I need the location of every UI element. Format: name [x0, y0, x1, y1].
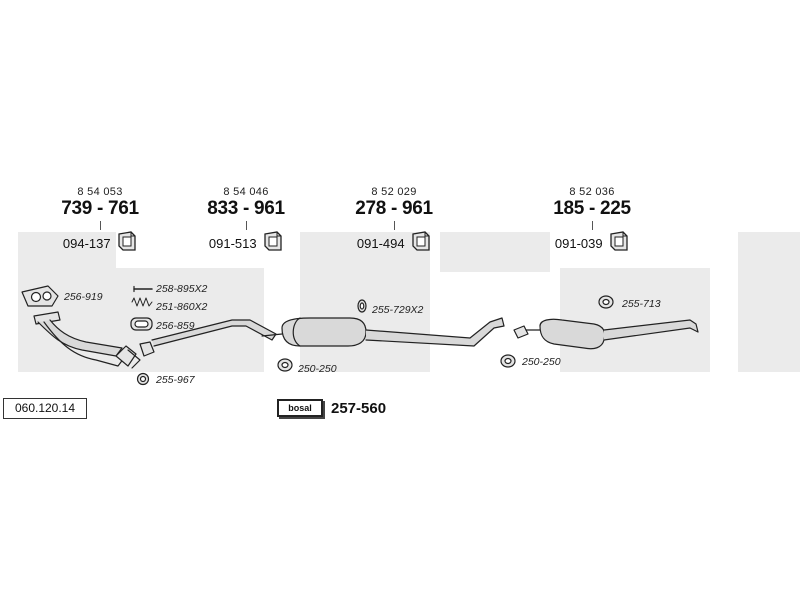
holder-number: 091-039	[554, 236, 603, 251]
mounting-kit: bosal 257-560	[277, 399, 386, 417]
gasket-icon	[21, 285, 59, 307]
intermediate-pipe-icon	[139, 319, 277, 357]
clamp-icon	[136, 372, 150, 386]
section-header-3: 8 52 029 278 - 961 091-494	[334, 186, 454, 257]
holder-number: 091-513	[208, 236, 257, 251]
section-header-1: 8 54 053 739 - 761 094-137	[40, 186, 160, 257]
gasket-icon	[357, 299, 367, 313]
rubber-hanger-icon	[117, 230, 137, 257]
part-label-gasket-rear: 255-713	[622, 298, 661, 310]
section-header-4: 8 52 036 185 - 225 091-039	[532, 186, 652, 257]
part-label-bolt: 258-895X2	[156, 283, 208, 295]
section-part-number: 278 - 961	[355, 198, 433, 219]
gasket-icon	[598, 295, 614, 309]
part-label-ring: 256-859	[156, 320, 195, 332]
section-part-number: 833 - 961	[207, 198, 285, 219]
watermark-block-6	[738, 232, 800, 372]
leader-line	[393, 221, 395, 230]
reference-number: 060.120.14	[3, 398, 87, 419]
part-label-clamp-mid-1: 250-250	[298, 363, 337, 375]
part-label-clamp-mid-2: 250-250	[522, 356, 561, 368]
leader-line	[591, 221, 593, 230]
oe-number: 8 52 036	[569, 186, 615, 198]
holder-number: 094-137	[62, 236, 111, 251]
front-downpipe-icon	[33, 311, 141, 369]
section-part-number: 739 - 761	[61, 198, 139, 219]
bosal-logo: bosal	[277, 399, 323, 417]
clamp-icon	[500, 354, 516, 368]
mounting-kit-number: 257-560	[331, 399, 387, 417]
oe-number: 8 54 053	[77, 186, 123, 198]
spring-icon	[131, 297, 153, 307]
oe-number: 8 52 029	[371, 186, 417, 198]
oe-number: 8 54 046	[223, 186, 269, 198]
middle-silencer-icon	[261, 317, 505, 347]
rubber-hanger-icon	[609, 230, 629, 257]
rubber-hanger-icon	[411, 230, 431, 257]
part-label-clamp-front: 255-967	[156, 374, 195, 386]
holder-row: 091-513	[186, 230, 306, 257]
holder-row: 094-137	[40, 230, 160, 257]
rear-silencer-icon	[513, 318, 699, 350]
clamp-icon	[277, 358, 293, 372]
bolt-icon	[133, 285, 153, 293]
part-label-spring: 251-860X2	[156, 301, 208, 313]
sealing-ring-icon	[130, 317, 153, 331]
holder-row: 091-039	[532, 230, 652, 257]
part-label-gasket-main: 256-919	[64, 291, 103, 303]
section-part-number: 185 - 225	[553, 198, 631, 219]
leader-line	[245, 221, 247, 230]
holder-number: 091-494	[356, 236, 405, 251]
holder-row: 091-494	[334, 230, 454, 257]
part-label-gasket-mid: 255-729X2	[372, 304, 424, 316]
leader-line	[99, 221, 101, 230]
watermark-block-4	[440, 232, 550, 272]
section-header-2: 8 54 046 833 - 961 091-513	[186, 186, 306, 257]
rubber-hanger-icon	[263, 230, 283, 257]
